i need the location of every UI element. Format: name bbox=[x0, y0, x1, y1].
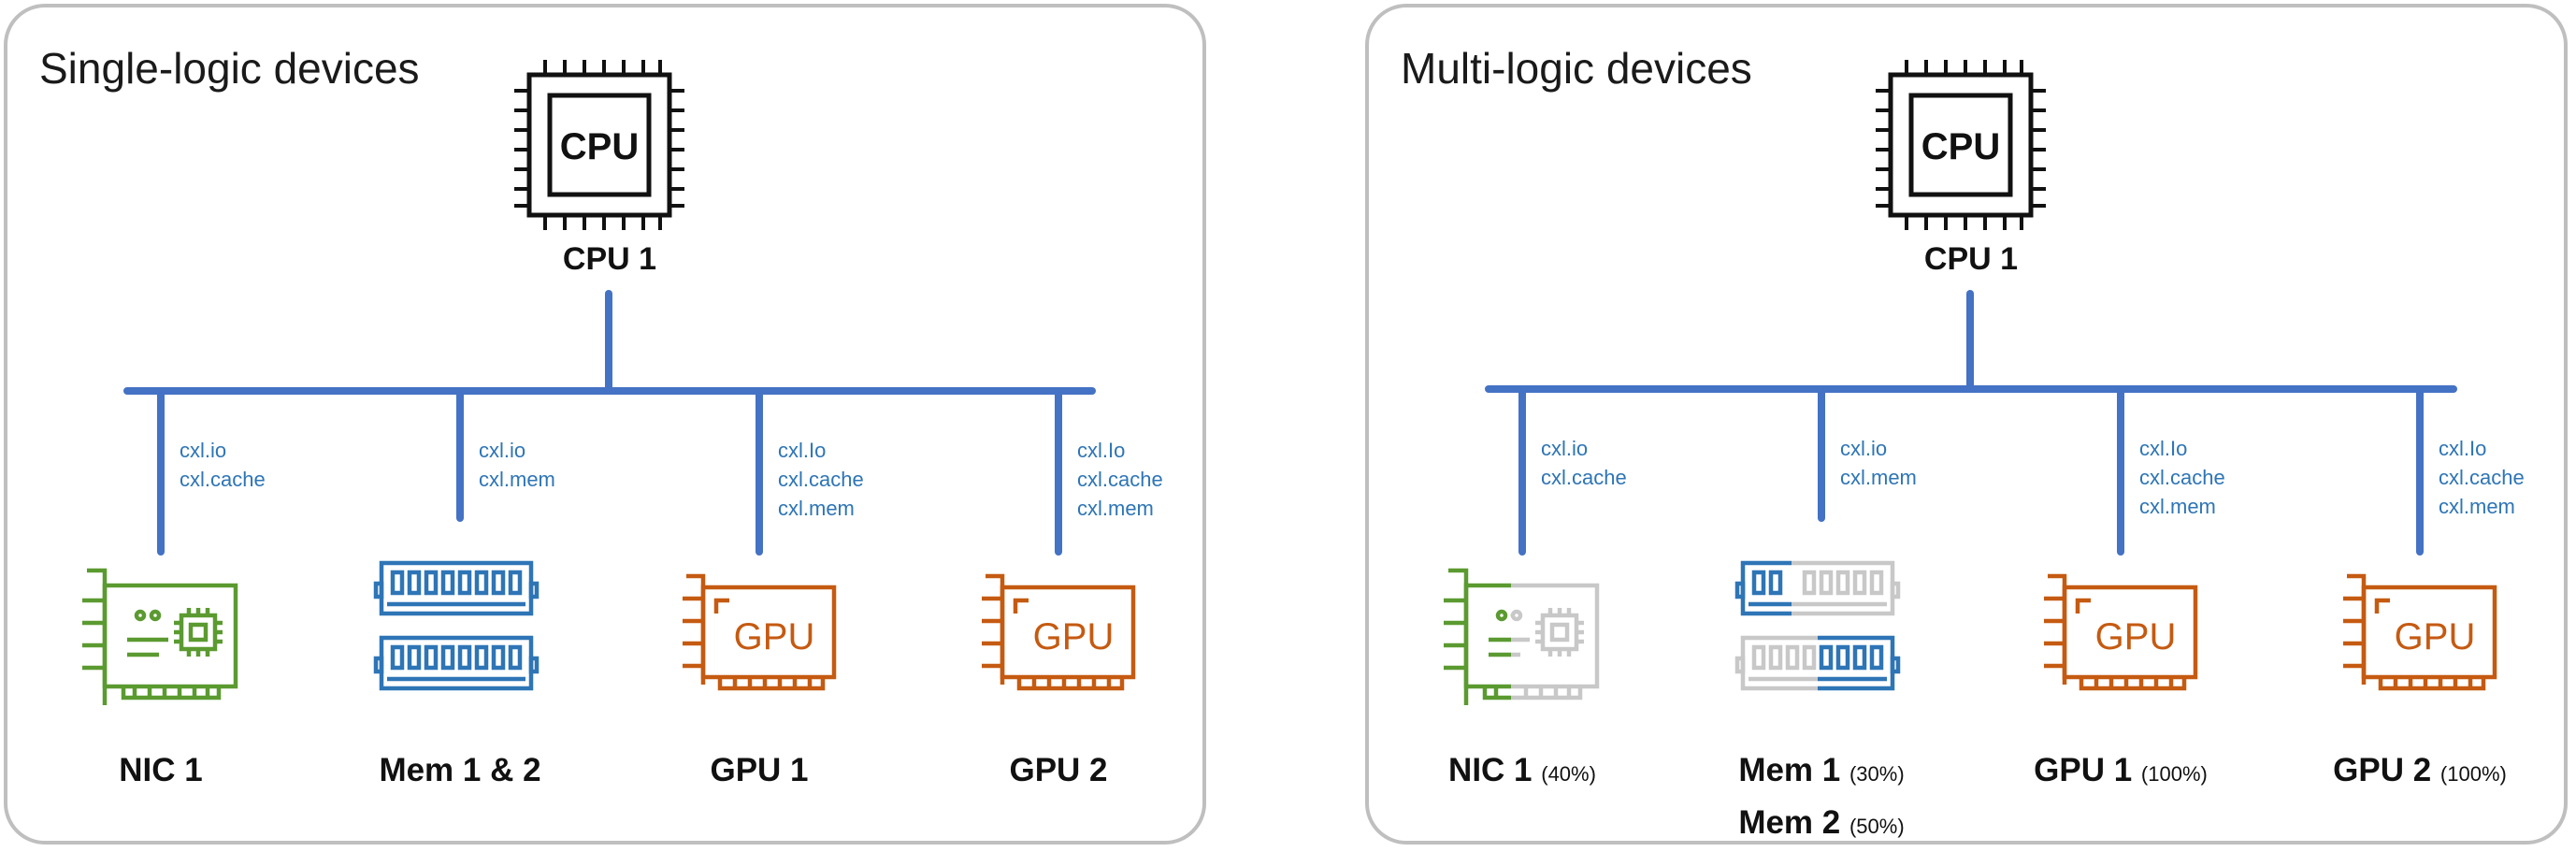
device-label: GPU 2 bbox=[1009, 752, 1108, 788]
protocol: cxl.io bbox=[479, 439, 526, 462]
mem1-active-part bbox=[1734, 560, 1792, 616]
device-label: NIC 1 (40%) bbox=[1448, 752, 1596, 788]
mem1-inactive-part bbox=[1792, 560, 1901, 616]
protocol: cxl.mem bbox=[1077, 497, 1154, 520]
cpu-icon-text: CPU bbox=[560, 126, 639, 167]
share-percent: (40%) bbox=[1541, 762, 1596, 786]
panel-title: Single-logic devices bbox=[39, 44, 420, 93]
device-label: Mem 1 (30%) Mem 2 (50%) bbox=[1738, 752, 1905, 841]
protocol: cxl.io bbox=[1541, 437, 1589, 460]
protocol-list: cxl.io cxl.mem bbox=[1840, 434, 1917, 492]
topology-diagram: CPU bbox=[1444, 60, 2497, 705]
gpu-card-icon: GPU bbox=[982, 573, 1136, 691]
protocol-list: cxl.Io cxl.cache cxl.mem bbox=[2139, 434, 2225, 521]
protocol: cxl.Io bbox=[2139, 437, 2188, 460]
protocol: cxl.cache bbox=[2439, 466, 2525, 489]
protocol: cxl.cache bbox=[778, 468, 864, 491]
device-label: GPU 1 (100%) bbox=[2034, 752, 2208, 788]
nic-inactive-part bbox=[1511, 583, 1600, 700]
share-percent: (30%) bbox=[1849, 762, 1905, 786]
gpu-icon-text: GPU bbox=[734, 616, 815, 657]
protocol: cxl.cache bbox=[1077, 468, 1163, 491]
device-label: GPU 2 (100%) bbox=[2333, 752, 2507, 788]
bus-lines bbox=[1485, 290, 2457, 556]
nic-active-part bbox=[1444, 568, 1511, 705]
protocol: cxl.mem bbox=[1840, 466, 1917, 489]
cpu-icon: CPU bbox=[514, 60, 684, 230]
nic-card-icon bbox=[1444, 568, 1600, 705]
bus-lines bbox=[123, 290, 1096, 556]
cpu-icon: CPU bbox=[1876, 60, 2046, 230]
cpu-label: CPU 1 bbox=[1923, 241, 2019, 277]
device-label: Mem 1 & 2 bbox=[379, 752, 541, 788]
share-percent: (50%) bbox=[1849, 815, 1905, 838]
protocol: cxl.mem bbox=[479, 468, 555, 491]
protocol: cxl.Io bbox=[2439, 437, 2487, 460]
protocol: cxl.io bbox=[1840, 437, 1888, 460]
protocol: cxl.Io bbox=[1077, 439, 1126, 462]
gpu-icon-text: GPU bbox=[1033, 616, 1115, 657]
cpu-icon-text: CPU bbox=[1921, 126, 2000, 167]
protocol: cxl.mem bbox=[778, 497, 855, 520]
protocol: cxl.mem bbox=[2139, 495, 2216, 518]
protocol-list: cxl.Io cxl.cache cxl.mem bbox=[778, 436, 864, 523]
memory-module-2 bbox=[373, 635, 540, 691]
protocol: cxl.io bbox=[180, 439, 227, 462]
multi-logic-panel: Multi-logic devices CPU bbox=[1365, 4, 2568, 845]
memory-modules-icon bbox=[1734, 560, 1901, 691]
cpu-label: CPU 1 bbox=[562, 241, 657, 277]
gpu-card-icon: GPU bbox=[2044, 573, 2198, 691]
share-percent: (100%) bbox=[2140, 762, 2208, 786]
share-percent: (100%) bbox=[2439, 762, 2507, 786]
mem2-active-part bbox=[1818, 635, 1901, 691]
gpu-card-icon: GPU bbox=[683, 573, 837, 691]
gpu-icon-text: GPU bbox=[2095, 616, 2177, 657]
memory-module-1 bbox=[373, 560, 540, 616]
nic-card-icon bbox=[82, 568, 238, 705]
mem2-inactive-part bbox=[1734, 635, 1818, 691]
gpu-card-icon: GPU bbox=[2343, 573, 2497, 691]
device-label: NIC 1 bbox=[119, 752, 203, 788]
panel-title: Multi-logic devices bbox=[1401, 44, 1752, 93]
device-label: GPU 1 bbox=[710, 752, 809, 788]
protocol-list: cxl.io cxl.cache bbox=[1541, 434, 1627, 492]
protocol: cxl.cache bbox=[180, 468, 266, 491]
protocol-list: cxl.Io cxl.cache cxl.mem bbox=[1077, 436, 1163, 523]
protocol: cxl.cache bbox=[2139, 466, 2225, 489]
memory-modules-icon bbox=[373, 560, 540, 691]
protocol: cxl.cache bbox=[1541, 466, 1627, 489]
protocol-list: cxl.io cxl.cache bbox=[180, 436, 266, 494]
protocol-list: cxl.Io cxl.cache cxl.mem bbox=[2439, 434, 2525, 521]
gpu-icon-text: GPU bbox=[2395, 616, 2476, 657]
protocol-list: cxl.io cxl.mem bbox=[479, 436, 555, 494]
topology-diagram: CPU bbox=[82, 60, 1136, 705]
single-logic-panel: Single-logic devices CPU bbox=[4, 4, 1206, 845]
protocol: cxl.Io bbox=[778, 439, 827, 462]
protocol: cxl.mem bbox=[2439, 495, 2515, 518]
